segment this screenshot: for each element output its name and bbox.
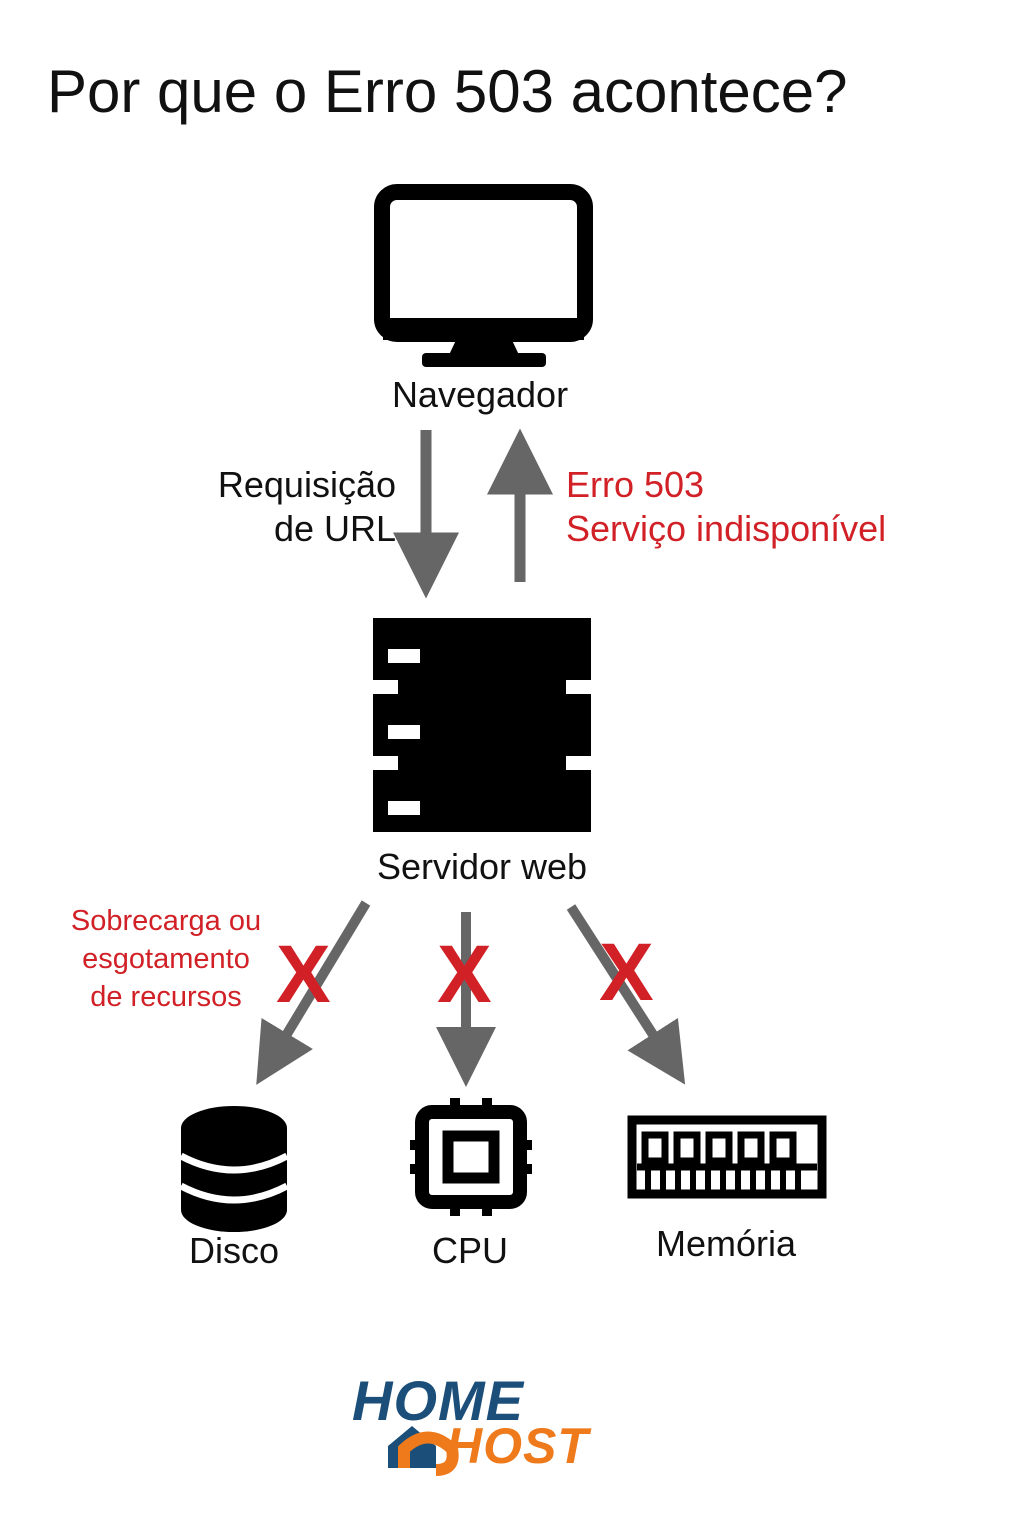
disk-label: Disco xyxy=(188,1230,280,1271)
resource-label-line2: esgotamento xyxy=(82,943,250,975)
memory-ram-icon xyxy=(627,1115,827,1199)
request-label-line1: Requisição xyxy=(217,464,396,505)
disk-failure-mark: X xyxy=(276,929,331,1020)
monitor-icon xyxy=(374,184,593,367)
disk-arrow xyxy=(256,900,371,1085)
error-label-line2: Serviço indisponível xyxy=(566,508,887,549)
cpu-chip-icon xyxy=(410,1098,532,1216)
server-rack-icon xyxy=(373,618,591,832)
browser-label: Navegador xyxy=(391,374,569,415)
server-label: Servidor web xyxy=(376,846,588,887)
page-title: Por que o Erro 503 acontece? xyxy=(47,58,848,125)
logo-host-text: HOST xyxy=(446,1418,589,1474)
request-label: Requisição de URL xyxy=(170,463,396,551)
logo-house-icon xyxy=(388,1426,459,1476)
error-label-line1: Erro 503 xyxy=(566,464,705,505)
resource-label-line1: Sobrecarga ou xyxy=(70,905,262,937)
database-icon xyxy=(179,1106,289,1232)
cpu-failure-mark: X xyxy=(437,929,492,1020)
resource-label-line3: de recursos xyxy=(90,981,242,1013)
error-label: Erro 503 Serviço indisponível xyxy=(566,463,886,551)
cpu-label: CPU xyxy=(431,1230,509,1271)
logo-home-text: HOME xyxy=(352,1369,524,1432)
memory-failure-mark: X xyxy=(599,927,654,1018)
memory-label: Memória xyxy=(655,1223,797,1264)
request-label-line2: de URL xyxy=(273,508,396,549)
memory-arrow xyxy=(566,904,686,1085)
resource-exhaustion-label: Sobrecarga ou esgotamento de recursos xyxy=(71,902,261,1016)
